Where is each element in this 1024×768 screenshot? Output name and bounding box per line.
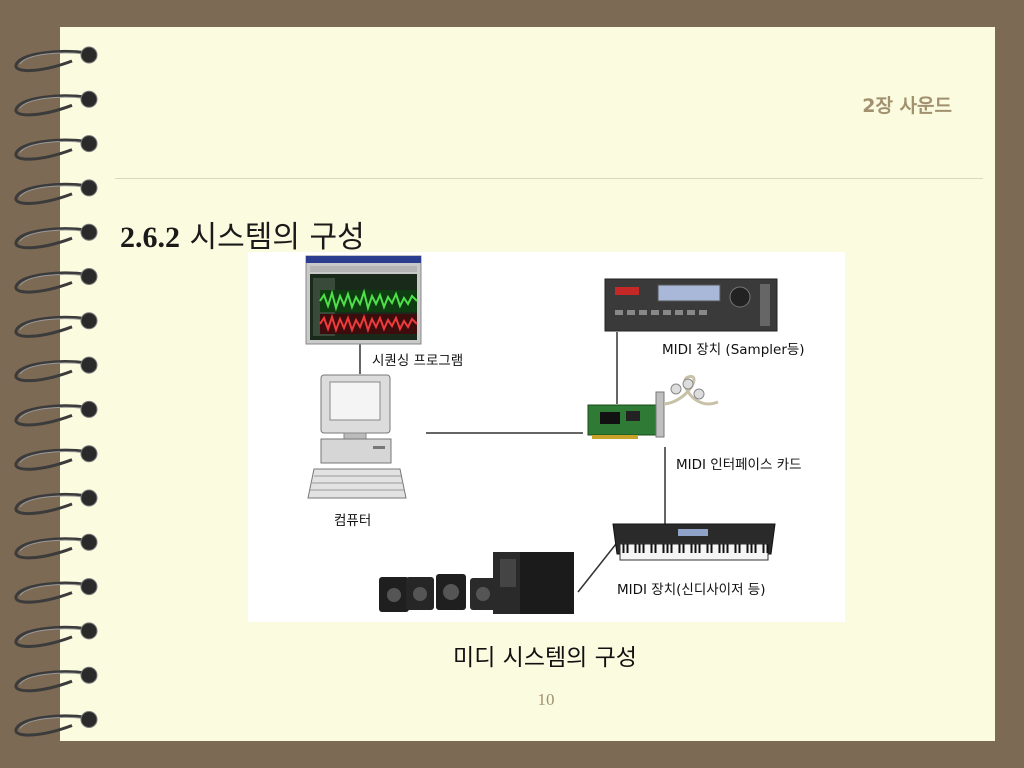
black-key bbox=[622, 544, 625, 553]
spiral-wire-highlight bbox=[19, 185, 85, 198]
spiral-wire-highlight bbox=[19, 539, 85, 552]
label-midi-sampler: MIDI 장치 (Sampler등) bbox=[662, 342, 805, 358]
binding-hole bbox=[80, 46, 98, 64]
black-key bbox=[726, 544, 729, 553]
binding-hole bbox=[80, 179, 98, 197]
black-key bbox=[698, 544, 701, 553]
black-key bbox=[654, 544, 657, 553]
chapter-heading: 2장 사운드 bbox=[862, 95, 952, 117]
spiral-wire-highlight bbox=[19, 229, 85, 242]
spiral-wire-highlight bbox=[19, 96, 85, 109]
spiral-binding bbox=[14, 46, 98, 737]
spiral-wire bbox=[14, 227, 89, 250]
black-key bbox=[682, 544, 685, 553]
spiral-wire bbox=[14, 94, 89, 117]
spiral-wire-highlight bbox=[19, 318, 85, 331]
binding-hole bbox=[80, 90, 98, 108]
section-title-text: 시스템의 구성 bbox=[189, 220, 365, 255]
spiral-wire-highlight bbox=[19, 362, 85, 375]
spiral-wire-highlight bbox=[19, 672, 85, 685]
black-key bbox=[706, 544, 709, 553]
spiral-wire bbox=[14, 714, 89, 737]
binding-hole bbox=[80, 268, 98, 285]
spiral-wire bbox=[14, 581, 89, 604]
spiral-wire-highlight bbox=[19, 52, 85, 65]
binding-hole bbox=[80, 356, 98, 374]
spiral-wire-highlight bbox=[19, 273, 85, 286]
midi-system-diagram: 시퀀싱 프로그램 컴퓨터 MIDI 장치 (Sampler등) MIDI 인터페… bbox=[248, 252, 845, 622]
section-title: 2.6.2 시스템의 구성 bbox=[120, 212, 365, 256]
spiral-wire bbox=[14, 404, 89, 427]
label-midi-synth: MIDI 장치(신디사이저 등) bbox=[617, 582, 766, 598]
spiral-wire bbox=[14, 315, 89, 338]
black-key bbox=[738, 544, 741, 553]
black-key bbox=[678, 544, 681, 553]
black-key bbox=[670, 544, 673, 553]
spiral-wire bbox=[14, 360, 89, 383]
binding-hole bbox=[80, 622, 98, 640]
black-key bbox=[722, 544, 725, 553]
binding-hole bbox=[80, 223, 98, 241]
interface-card-illustration bbox=[587, 375, 719, 439]
spiral-wire bbox=[14, 138, 89, 161]
spiral-wire bbox=[14, 448, 89, 471]
binding-hole bbox=[80, 666, 98, 684]
sampler-illustration bbox=[604, 278, 778, 332]
spiral-wire-highlight bbox=[19, 628, 85, 641]
label-midi-interface: MIDI 인터페이스 카드 bbox=[676, 457, 802, 473]
black-key bbox=[754, 544, 757, 553]
link-synth-speakers bbox=[577, 543, 617, 593]
binding-hole bbox=[80, 445, 98, 463]
binding-hole bbox=[80, 312, 98, 330]
black-key bbox=[734, 544, 737, 553]
black-key bbox=[750, 544, 753, 553]
black-key bbox=[710, 544, 713, 553]
black-key bbox=[626, 544, 629, 553]
header-divider bbox=[115, 178, 983, 179]
black-key bbox=[718, 544, 721, 553]
black-key bbox=[666, 544, 669, 553]
spiral-wire bbox=[14, 670, 89, 693]
label-computer: 컴퓨터 bbox=[334, 513, 372, 529]
black-key bbox=[638, 544, 641, 553]
black-key bbox=[642, 544, 645, 553]
spiral-wire-highlight bbox=[19, 140, 85, 153]
spiral-wire bbox=[14, 537, 89, 560]
binding-hole bbox=[80, 135, 98, 153]
speakers-illustration bbox=[379, 552, 574, 614]
black-key bbox=[766, 544, 769, 553]
binding-hole bbox=[80, 489, 98, 507]
spiral-wire-highlight bbox=[19, 495, 85, 508]
black-key bbox=[746, 544, 749, 553]
spiral-wire-highlight bbox=[19, 716, 85, 729]
black-key bbox=[650, 544, 653, 553]
binding-hole bbox=[80, 711, 98, 728]
spiral-wire-highlight bbox=[19, 583, 85, 596]
page-number: 10 bbox=[537, 690, 555, 709]
spiral-wire bbox=[14, 182, 89, 205]
section-number: 2.6.2 bbox=[120, 221, 180, 254]
binding-hole bbox=[80, 400, 98, 418]
spiral-wire bbox=[14, 271, 89, 294]
binding-hole bbox=[80, 533, 98, 551]
figure-caption: 미디 시스템의 구성 bbox=[453, 645, 637, 671]
spiral-wire-highlight bbox=[19, 406, 85, 419]
computer-illustration bbox=[307, 374, 407, 499]
binding-hole bbox=[80, 578, 98, 596]
black-key bbox=[634, 544, 637, 553]
spiral-wire bbox=[14, 625, 89, 648]
black-key bbox=[662, 544, 665, 553]
spiral-wire bbox=[14, 493, 89, 516]
spiral-wire bbox=[14, 50, 89, 73]
black-key bbox=[690, 544, 693, 553]
sequencer-screenshot bbox=[305, 255, 422, 345]
synthesizer-illustration bbox=[612, 523, 776, 561]
black-key bbox=[762, 544, 765, 553]
black-key bbox=[694, 544, 697, 553]
label-sequencing-program: 시퀀싱 프로그램 bbox=[372, 353, 464, 369]
spiral-wire-highlight bbox=[19, 451, 85, 464]
